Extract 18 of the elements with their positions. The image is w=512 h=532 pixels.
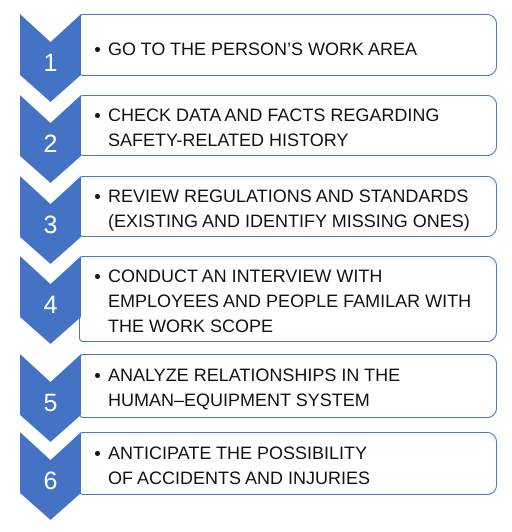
- step-text: REVIEW REGULATIONS AND STANDARDS (EXISTING AND IDENTIFY MISSING ONES): [108, 184, 471, 233]
- step-text: GO TO THE PERSON’S WORK AREA: [108, 38, 418, 60]
- step-box: [79, 14, 497, 76]
- step-box: [79, 95, 497, 156]
- step-number: 2: [44, 131, 58, 157]
- step-number: 1: [44, 50, 58, 76]
- step-text: ANALYZE RELATIONSHIPS IN THE HUMAN–EQUIPMENT SYSTEM: [108, 364, 402, 412]
- step-number: 5: [44, 390, 58, 416]
- step-number: 3: [44, 212, 58, 238]
- step-box: [79, 176, 497, 237]
- step-box: [79, 432, 497, 495]
- step-number: 6: [44, 468, 58, 494]
- step-text: ANTICIPATE THE POSSIBILITY OF ACCIDENTS AND INJURIES: [108, 442, 372, 490]
- step-number: 4: [44, 292, 58, 318]
- step-text: CONDUCT AN INTERVIEW WITH EMPLOYEES AND PEOPLE FAMILAR WITH THE WORK SCOPE: [108, 264, 472, 338]
- step-text: CHECK DATA AND FACTS REGARDING SAFETY-RELATED HISTORY: [108, 104, 440, 152]
- step-box: [79, 354, 497, 418]
- step-box: [79, 256, 497, 342]
